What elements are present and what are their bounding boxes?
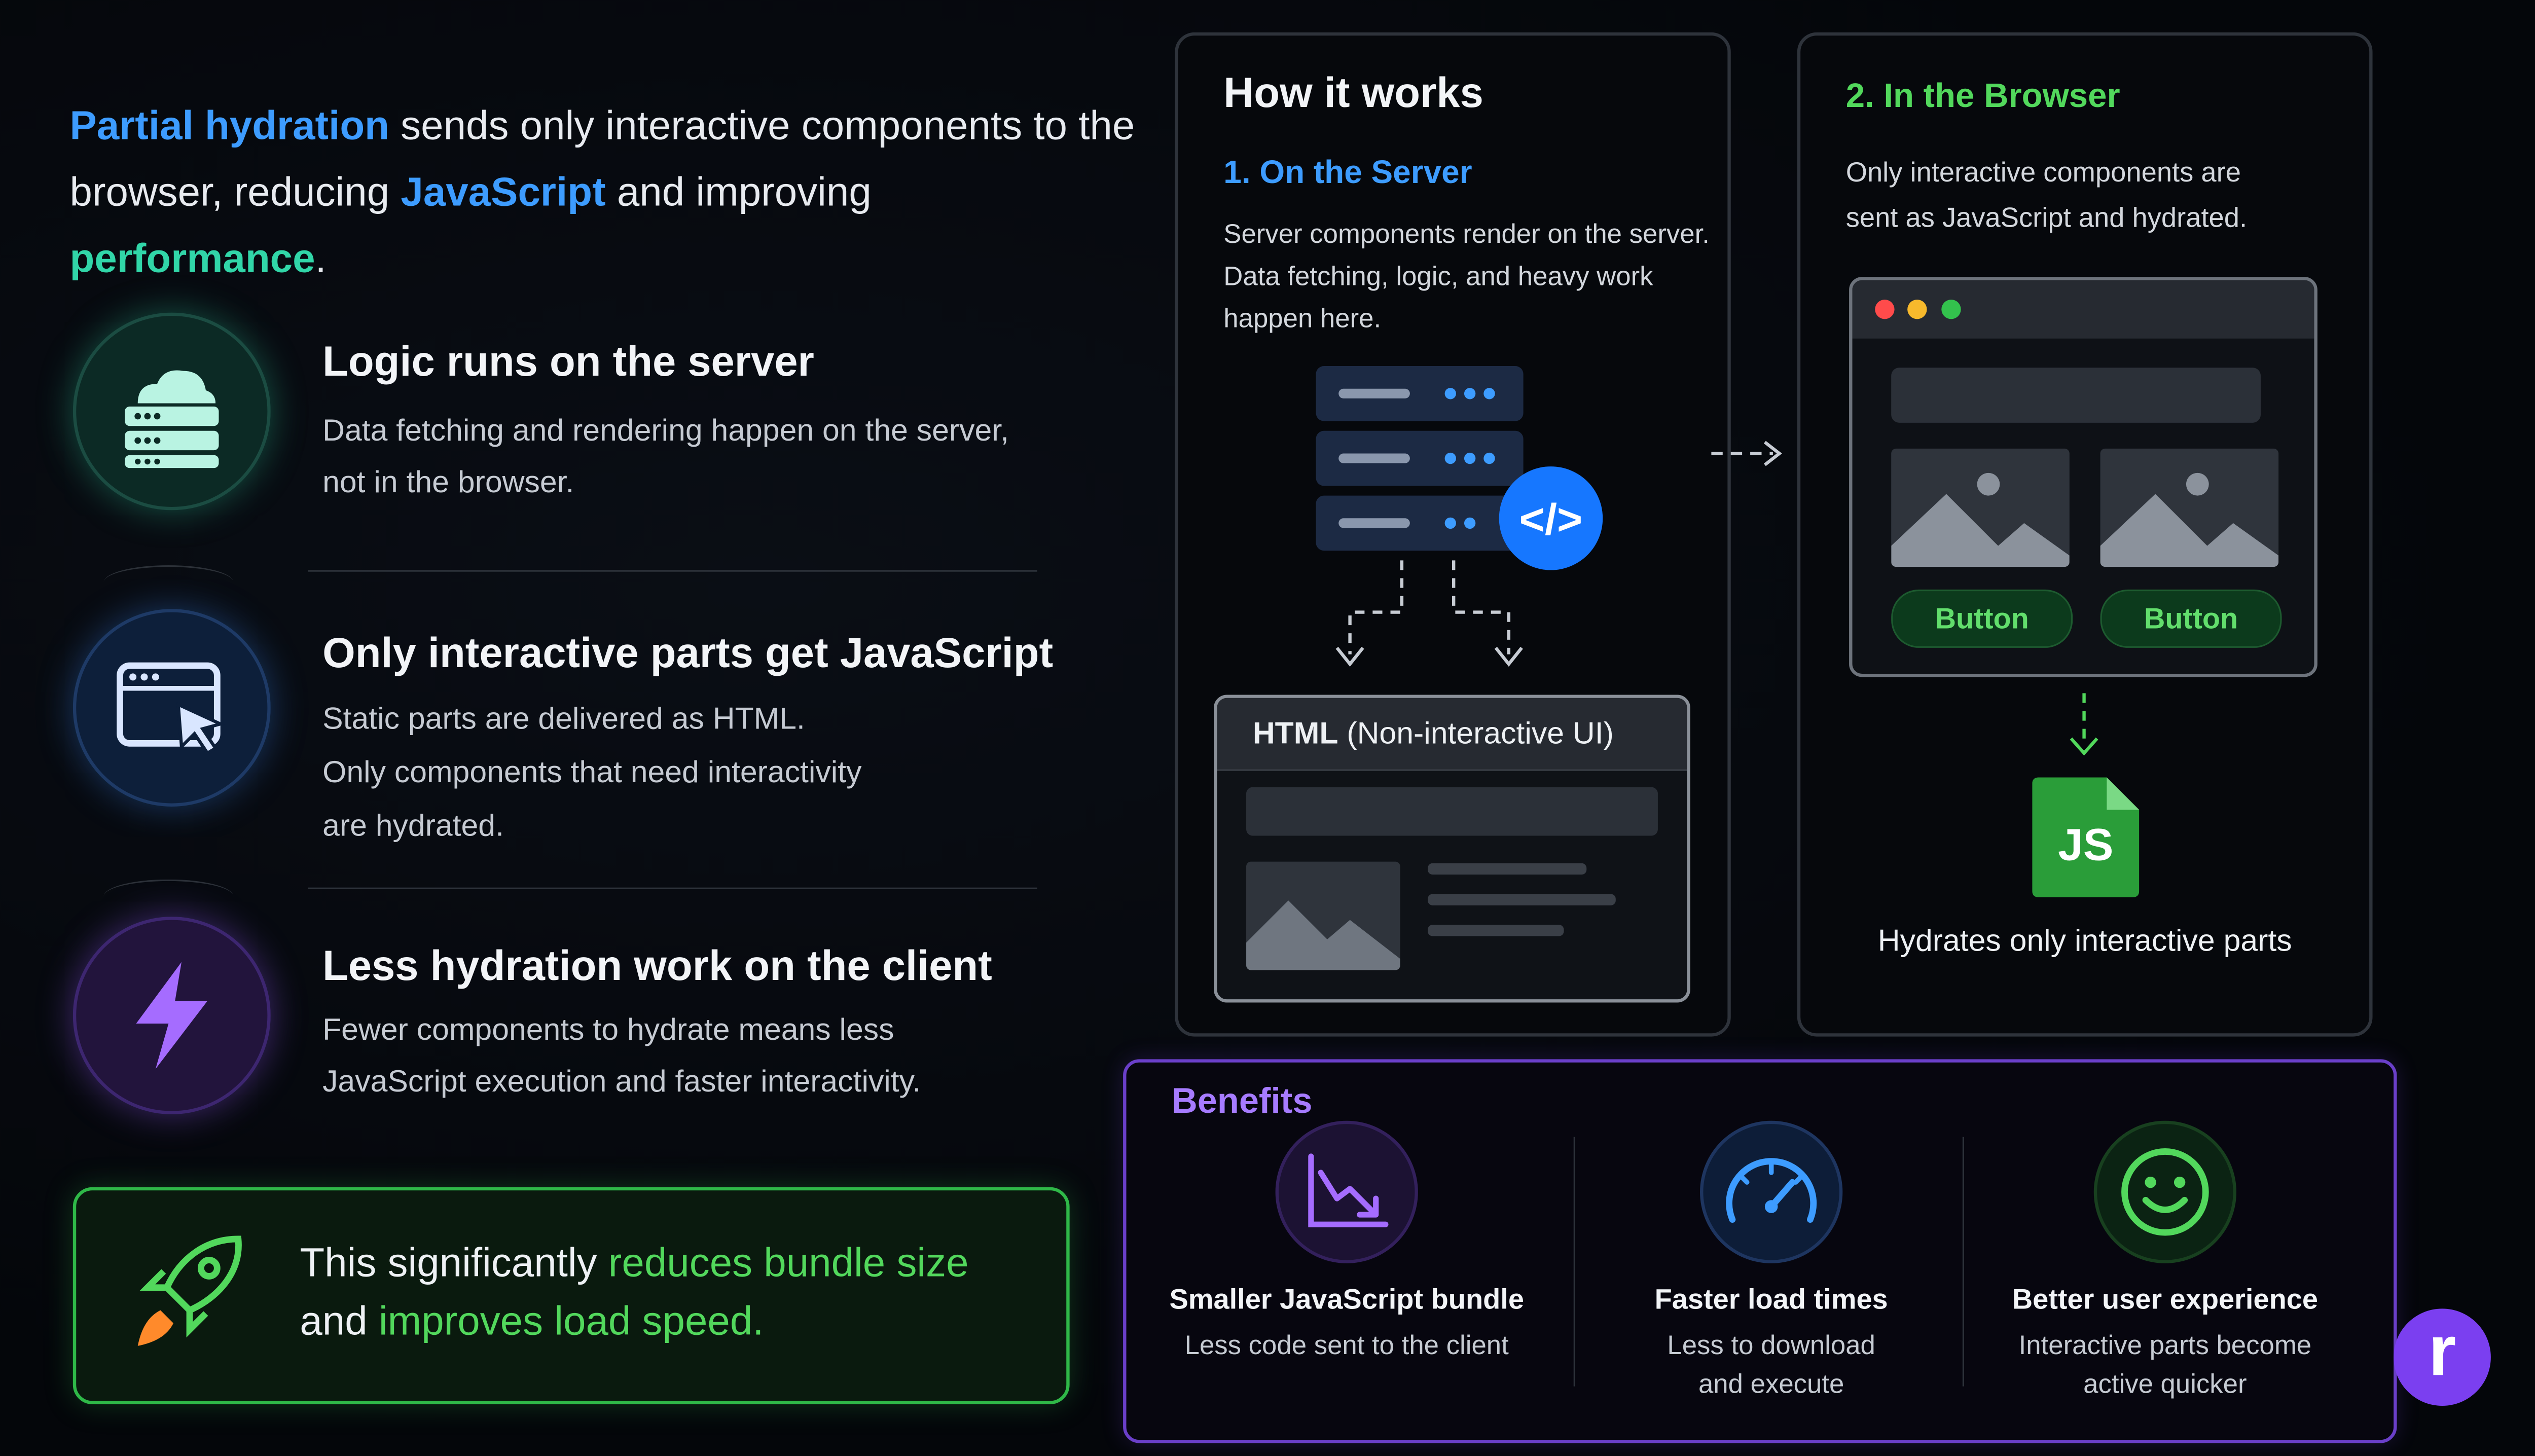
- benefits-panel: Benefits Smaller JavaScript bundle Less …: [1123, 1059, 2397, 1443]
- hydrate-caption: Hydrates only interactive parts: [1877, 925, 2292, 959]
- js-file-icon: JS: [2032, 777, 2140, 897]
- browser-desc-line: sent as JavaScript and hydrated.: [1845, 202, 2248, 234]
- image-placeholder-icon: [1246, 861, 1400, 970]
- server-desc-line: happen here.: [1223, 304, 1382, 334]
- benefit-better-ux: Better user experience Interactive parts…: [1954, 1124, 2376, 1404]
- feature-title-javascript: Only interactive parts get JavaScript: [322, 628, 1054, 677]
- brand-logo-letter: r: [2428, 1312, 2456, 1392]
- benefit-sub-line: active quicker: [2083, 1370, 2247, 1400]
- divider: [308, 887, 1037, 889]
- html-box-header: [1217, 698, 1687, 771]
- server-stack-icon: [73, 312, 271, 511]
- how-it-works-panel: How it works 1. On the Server Server com…: [1175, 32, 1731, 1037]
- benefit-sub: Less code sent to the client: [1136, 1326, 1558, 1365]
- illustration-button-1[interactable]: Button: [1891, 589, 2073, 648]
- intro-highlight-partial-hydration: Partial hydration: [69, 103, 389, 149]
- feature-desc-javascript: Static parts are delivered as HTML. Only…: [322, 693, 1084, 853]
- summary-highlight-speed: improves load speed.: [378, 1299, 764, 1344]
- browser-window-illustration: Button Button: [1849, 277, 2317, 677]
- smiley-icon: [2097, 1124, 2233, 1260]
- feature-desc-line: not in the browser.: [322, 466, 574, 501]
- benefit-sub: Less to download and execute: [1561, 1326, 1982, 1404]
- placeholder-bar: [1891, 368, 2261, 423]
- html-box-title: HTML (Non-interactive UI): [1253, 717, 1614, 753]
- placeholder-line: [1428, 863, 1587, 875]
- separator-arc: [103, 565, 234, 599]
- feature-desc-line: Only components that need interactivity: [322, 756, 862, 791]
- benefit-faster-load: Faster load times Less to download and e…: [1561, 1124, 1982, 1404]
- feature-desc-line: Static parts are delivered as HTML.: [322, 703, 805, 737]
- benefits-title: Benefits: [1171, 1080, 1313, 1121]
- benefit-divider: [1962, 1137, 1965, 1387]
- dashed-arrow-right-icon: [1711, 441, 1782, 466]
- browser-panel: 2. In the Browser Only interactive compo…: [1797, 32, 2373, 1037]
- benefit-heading: Faster load times: [1654, 1283, 1888, 1316]
- feature-desc-line: are hydrated.: [322, 810, 504, 844]
- server-desc-line: Server components render on the server.: [1223, 220, 1710, 249]
- benefit-sub-line: Less code sent to the client: [1184, 1331, 1509, 1361]
- feature-title-hydration: Less hydration work on the client: [322, 941, 992, 990]
- how-it-works-title: How it works: [1223, 68, 1483, 117]
- server-desc-line: Data fetching, logic, and heavy work: [1223, 262, 1653, 292]
- benefit-heading: Smaller JavaScript bundle: [1169, 1283, 1524, 1316]
- brand-logo: r: [2394, 1308, 2491, 1406]
- summary-text: This significantly reduces bundle size a…: [300, 1234, 1029, 1351]
- intro-text-1: sends only interactive components to the…: [69, 103, 1135, 215]
- summary-text-2: and: [300, 1299, 379, 1344]
- browser-heading: 2. In the Browser: [1845, 78, 2120, 115]
- html-label-bold: HTML: [1252, 717, 1338, 752]
- html-output-box: HTML (Non-interactive UI): [1214, 695, 1690, 1003]
- image-placeholder-icon: [1891, 448, 2070, 567]
- server-heading: 1. On the Server: [1223, 155, 1472, 191]
- feature-desc-hydration: Fewer components to hydrate means less J…: [322, 1006, 1084, 1109]
- benefit-heading: Better user experience: [2012, 1283, 2319, 1316]
- svg-text:</>: </>: [1519, 495, 1583, 544]
- browser-desc: Only interactive components are sent as …: [1846, 151, 2247, 241]
- window-controls-icon: [1875, 300, 1961, 319]
- benefit-sub-line: Interactive parts become: [2018, 1331, 2312, 1361]
- chart-down-icon: [1278, 1124, 1415, 1260]
- summary-text-1: This significantly: [300, 1241, 608, 1286]
- benefit-smaller-bundle: Smaller JavaScript bundle Less code sent…: [1136, 1124, 1558, 1365]
- intro-highlight-javascript: JavaScript: [401, 170, 606, 215]
- illustration-button-2[interactable]: Button: [2100, 589, 2282, 648]
- feature-desc-line: Fewer components to hydrate means less: [322, 1013, 894, 1048]
- lightning-bolt-icon: [73, 917, 271, 1114]
- speedometer-icon: [1703, 1124, 1839, 1260]
- feature-desc-line: Data fetching and rendering happen on th…: [322, 414, 1009, 449]
- summary-highlight-bundle: reduces bundle size: [608, 1241, 969, 1286]
- placeholder-line: [1428, 894, 1616, 905]
- benefit-sub-line: and execute: [1698, 1370, 1844, 1400]
- image-placeholder-icon: [2100, 448, 2279, 567]
- browser-cursor-icon: [73, 609, 271, 807]
- server-desc: Server components render on the server. …: [1223, 214, 1710, 340]
- divider: [308, 570, 1037, 572]
- summary-callout: This significantly reduces bundle size a…: [73, 1187, 1070, 1404]
- separator-arc: [103, 879, 234, 914]
- benefit-sub: Interactive parts become active quicker: [1954, 1326, 2376, 1404]
- feature-title-server: Logic runs on the server: [322, 337, 814, 386]
- intro-highlight-performance: performance: [69, 236, 315, 282]
- placeholder-line: [1428, 925, 1564, 936]
- browser-desc-line: Only interactive components are: [1845, 157, 2241, 188]
- rocket-icon: [137, 1235, 242, 1346]
- html-label-rest: (Non-interactive UI): [1338, 717, 1614, 752]
- dashed-arrow-down-icon: [2070, 693, 2098, 756]
- benefit-divider: [1573, 1137, 1575, 1387]
- placeholder-bar: [1246, 787, 1658, 836]
- intro-text-2: and improving: [605, 170, 872, 215]
- feature-desc-line: JavaScript execution and faster interact…: [322, 1066, 921, 1100]
- benefit-sub-line: Less to download: [1667, 1331, 1875, 1361]
- intro-text: Partial hydration sends only interactive…: [69, 94, 1139, 293]
- browser-window-header: [1852, 280, 2314, 339]
- js-badge-label: JS: [2058, 819, 2114, 870]
- feature-desc-server: Data fetching and rendering happen on th…: [322, 407, 1084, 510]
- server-rack-icon: </>: [1316, 366, 1603, 667]
- intro-text-3: .: [315, 236, 327, 282]
